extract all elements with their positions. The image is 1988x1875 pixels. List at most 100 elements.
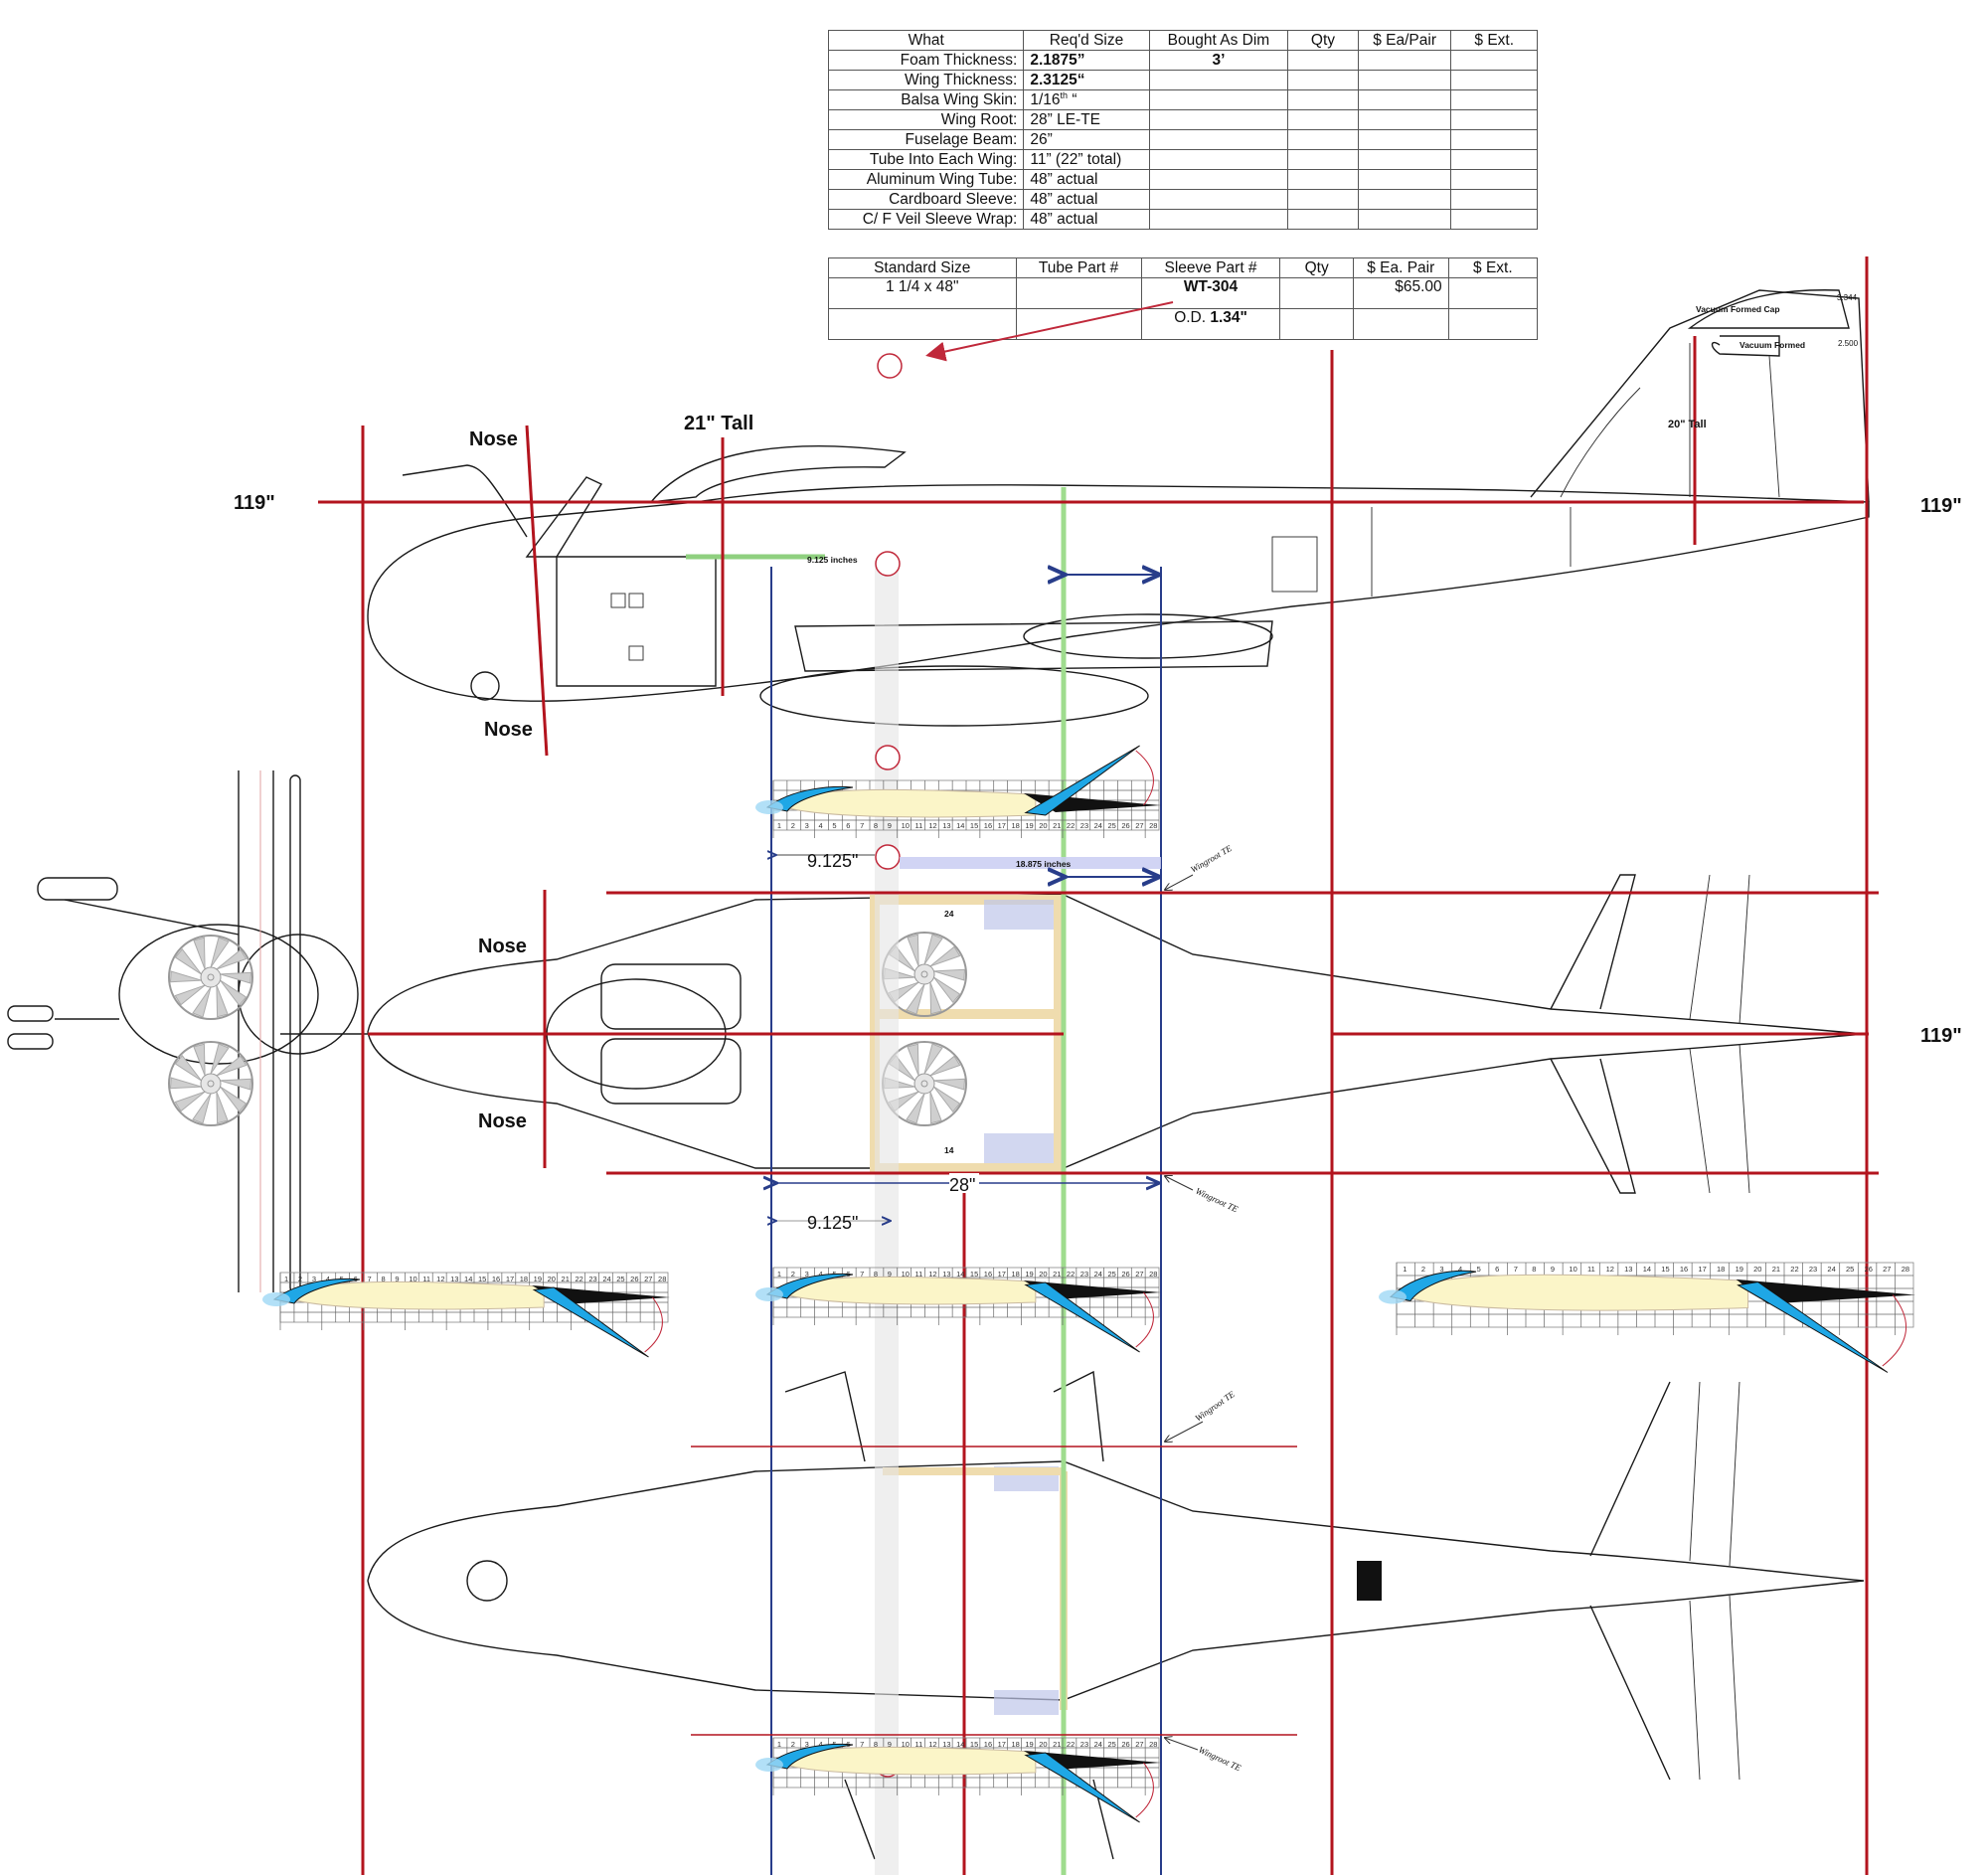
ruler-tick-label: 13 [942,1740,950,1749]
tail-height-label: 20" Tall [1668,419,1707,430]
qty-cell [1279,308,1354,340]
bought-as-cell [1148,129,1289,151]
ruler-tick-label: 8 [874,1740,878,1749]
dim-18875-label: 18.875 inches [1016,859,1072,869]
ruler-tick-label: 20 [1039,1270,1047,1278]
ruler-tick-label: 2 [791,1740,795,1749]
ruler-tick-label: 15 [1661,1265,1669,1274]
ruler-tick-label: 12 [928,1270,936,1278]
ext-cell [1450,50,1538,71]
ext-cell [1450,149,1538,171]
what-cell: Cardboard Sleeve: [827,189,1025,211]
bottom-view [367,1370,1865,1860]
panel-detail [628,645,644,661]
tube-part-cell [1015,277,1142,309]
leading-edge-slat [765,1273,854,1299]
price-cell [1357,88,1452,111]
ruler-tick-label: 18 [1012,821,1020,830]
ext-cell [1450,70,1538,90]
ruler-tick-label: 5 [1477,1265,1481,1274]
ruler-tick-label: 27 [1135,1740,1143,1749]
ruler-tick-label: 9 [888,1270,892,1278]
tail-lines [1689,874,1750,1194]
ruler-tick-label: 19 [1736,1265,1743,1274]
spec-row: Tube Into Each Wing:11” (22” total) [827,149,1538,171]
panel-detail [628,593,644,608]
req-size-cell: 1/16th “ [1023,88,1150,111]
ruler-tick-label: 11 [915,1740,923,1749]
ruler-tick-label: 9 [395,1275,399,1283]
ext-cell [1450,169,1538,191]
req-size-cell: 28” LE-TE [1023,109,1150,131]
price-cell [1357,149,1452,171]
fan-icon [166,934,255,1021]
col-header: Req'd Size [1023,30,1150,51]
length-label-left: 119" [234,492,275,514]
access-panel [1271,536,1318,593]
ruler-tick-label: 7 [860,821,864,830]
ruler-tick-label: 1 [777,1740,781,1749]
cap-dim-label: 3.344 [1837,293,1858,302]
frame-label-24: 24 [944,909,954,919]
what-cell: Tube Into Each Wing: [827,149,1025,171]
ruler-tick-label: 23 [1809,1265,1817,1274]
spec-row: Aluminum Wing Tube:48” actual [827,169,1538,191]
wingroot-te-label: Wingroot TE [1197,1745,1242,1774]
col-header: What [827,30,1025,51]
spec-table-body: Foam Thickness:2.1875”3’Wing Thickness:2… [827,50,1538,231]
ruler-tick-label: 15 [970,1740,978,1749]
fuselage-nose-front [118,924,319,1065]
ruler-tick-label: 3 [805,821,809,830]
standard-size-cell [828,308,1017,340]
ruler-tick-label: 13 [450,1275,458,1283]
ruler-tick-label: 22 [1067,821,1075,830]
ruler-tick-label: 12 [1606,1265,1614,1274]
spec-row: Balsa Wing Skin:1/16th “ [827,88,1538,111]
ruler-tick-label: 4 [819,1270,823,1278]
tail-cap [1687,289,1850,329]
dim-label-bg [949,1173,979,1193]
ruler-tick-label: 17 [1698,1265,1706,1274]
gear-wheel [37,877,118,901]
tube-marker [875,745,901,770]
spec-row: Wing Root:28” LE-TE [827,109,1538,131]
col-header: Standard Size [828,257,1017,278]
ruler-tick-label: 17 [998,821,1006,830]
qty-cell [1287,50,1359,71]
ruler-tick-label: 28 [658,1275,666,1283]
ruler-tick-label: 16 [984,821,992,830]
canopy-front-frame [525,476,603,558]
ruler-tick-label: 23 [1080,821,1088,830]
req-size-cell: 2.1875” [1023,50,1150,71]
ruler-tick-label: 27 [644,1275,652,1283]
ruler-tick-label: 10 [1569,1265,1576,1274]
spec-row: Fuselage Beam:26” [827,129,1538,151]
ruler-tick-label: 27 [1135,1270,1143,1278]
side-view: 9.125 inches [367,289,1870,727]
price-cell [1357,169,1452,191]
ruler-tick-label: 10 [902,821,910,830]
ruler-tick-label: 24 [1094,821,1102,830]
leading-edge-slat [765,1743,854,1770]
pointer-arrow [925,301,1174,362]
callout-arrow [1165,874,1194,890]
ruler-tick-label: 25 [1846,1265,1854,1274]
ext-cell [1447,277,1539,309]
ruler-tick-label: 9 [888,1740,892,1749]
ruler-tick-label: 19 [534,1275,542,1283]
what-cell: Wing Thickness: [827,70,1025,90]
slat-extended [1379,1289,1407,1304]
wingroot-te-label: Wingroot TE [1193,1389,1237,1424]
ruler-tick-label: 16 [1680,1265,1688,1274]
wingroot-callouts: Wingroot TE Wingroot TE Wingroot TE Wing… [1165,843,1242,1774]
vacuum-formed-label: Vacuum Formed [1740,340,1805,350]
tail-hook-panel [1357,1561,1382,1601]
dimension-annotations: 9.125" 18.875 inches 28" 9.125" [775,575,1161,1233]
servo-block [984,900,1054,930]
ruler-tick-label: 17 [506,1275,514,1283]
frame-label-14: 14 [944,1145,954,1155]
req-size-cell: 48” actual [1023,209,1150,231]
ruler-tick-label: 1 [1403,1265,1407,1274]
what-cell: Balsa Wing Skin: [827,88,1025,111]
